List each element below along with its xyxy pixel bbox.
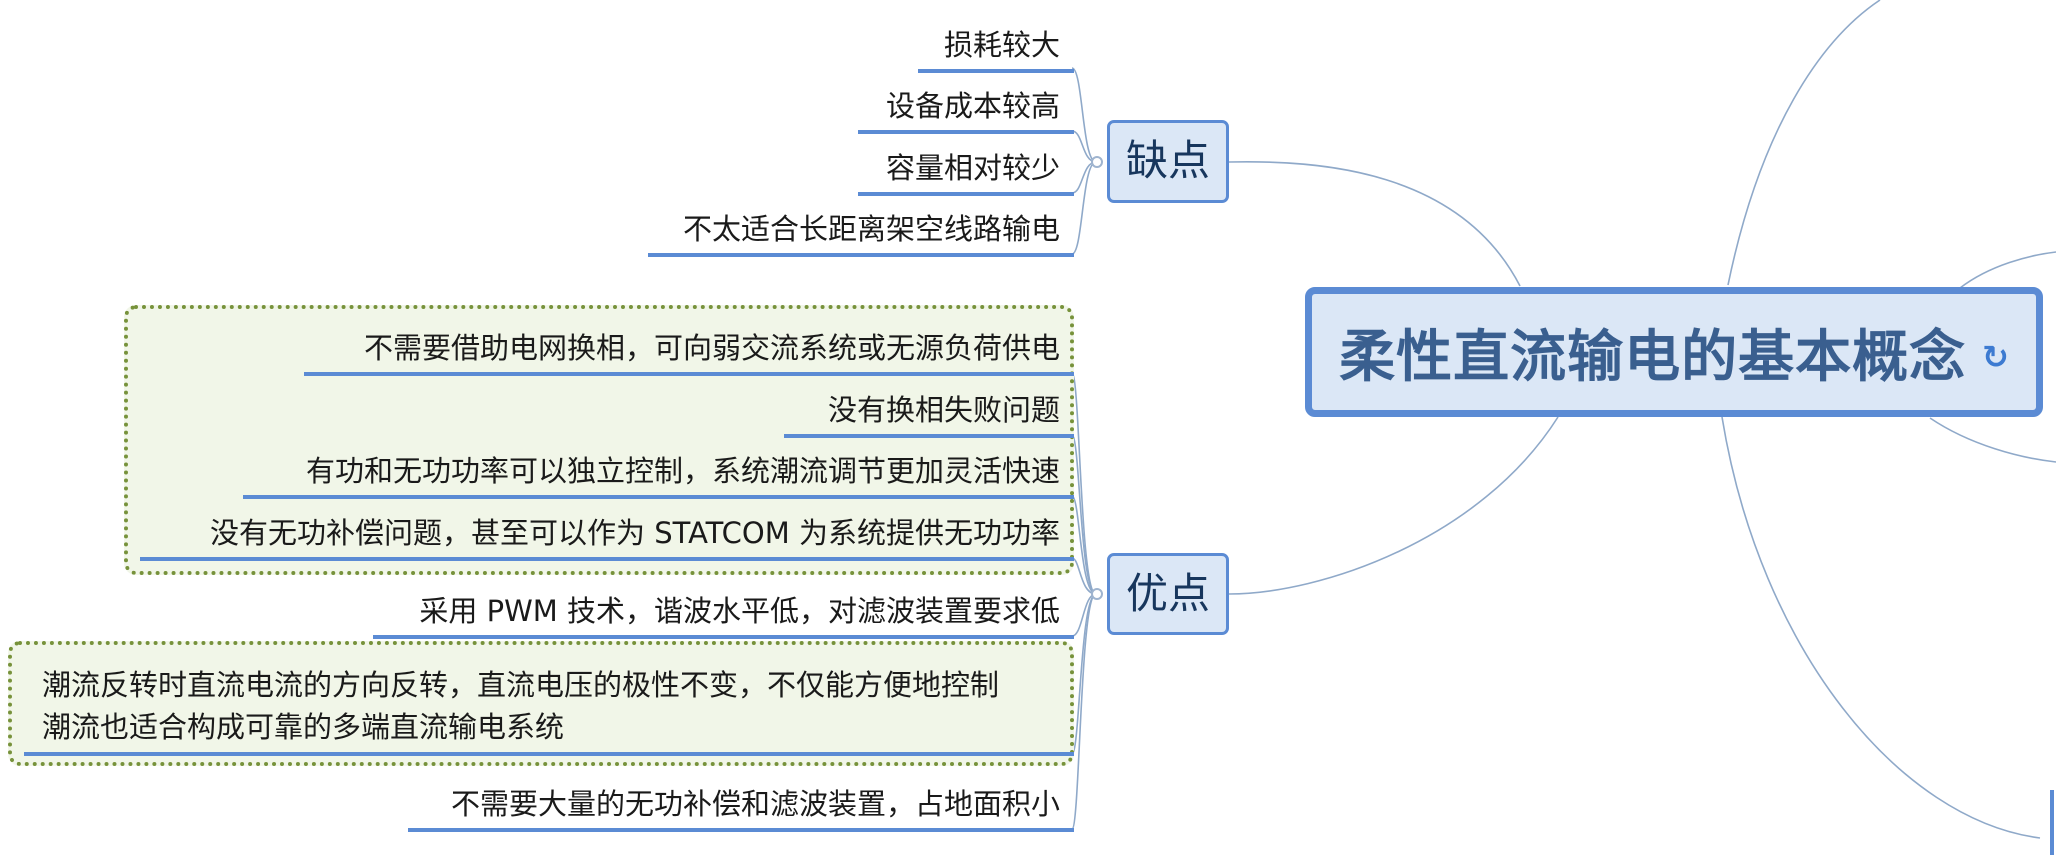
- leaf-youdian-6[interactable]: 潮流反转时直流电流的方向反转，直流电压的极性不变，不仅能方便地控制 潮流也适合构…: [24, 664, 1074, 756]
- leaf-youdian-7[interactable]: 不需要大量的无功补偿和滤波装置，占地面积小: [408, 784, 1074, 832]
- leaf-youdian-3[interactable]: 有功和无功功率可以独立控制，系统潮流调节更加灵活快速: [243, 451, 1074, 499]
- leaf-youdian-6-line1: 潮流反转时直流电流的方向反转，直流电压的极性不变，不仅能方便地控制: [42, 668, 1000, 702]
- connector-root-offscreen-3: [1929, 417, 2056, 463]
- connector-root-youdian: [1228, 416, 1559, 595]
- collapse-toggle-youdian[interactable]: [1091, 588, 1103, 600]
- branch-quedian[interactable]: 缺点: [1107, 120, 1229, 203]
- leaf-quedian-4[interactable]: 不太适合长距离架空线路输电: [648, 209, 1074, 257]
- leaf-quedian-3[interactable]: 容量相对较少: [858, 148, 1074, 196]
- leaf-quedian-1[interactable]: 损耗较大: [918, 25, 1074, 73]
- connector-youdian-1: [1071, 372, 1097, 595]
- central-topic[interactable]: 柔性直流输电的基本概念 ↻: [1305, 287, 2043, 417]
- connector-youdian-2: [1071, 434, 1097, 595]
- connector-youdian-7: [1071, 593, 1097, 830]
- connector-root-quedian: [1228, 161, 1521, 287]
- connector-root-offscreen-2: [1959, 251, 2056, 289]
- leaf-youdian-1[interactable]: 不需要借助电网换相，可向弱交流系统或无源负荷供电: [304, 328, 1074, 376]
- leaf-youdian-2[interactable]: 没有换相失败问题: [784, 390, 1074, 438]
- leaf-youdian-6-line2: 潮流也适合构成可靠的多端直流输电系统: [42, 710, 565, 744]
- refresh-arrow-icon[interactable]: ↻: [1982, 338, 2009, 376]
- connector-root-offscreen-4: [1721, 416, 2041, 839]
- callout-boundary-1: [124, 305, 1074, 575]
- leaf-quedian-2[interactable]: 设备成本较高: [858, 86, 1074, 134]
- callout-boundary-2: [8, 641, 1074, 766]
- leaf-youdian-4[interactable]: 没有无功补偿问题，甚至可以作为 STATCOM 为系统提供无功功率: [140, 513, 1074, 561]
- leaf-youdian-5[interactable]: 采用 PWM 技术，谐波水平低，对滤波装置要求低: [373, 591, 1074, 639]
- central-topic-title: 柔性直流输电的基本概念: [1339, 324, 1967, 390]
- connector-youdian-6: [1071, 593, 1097, 755]
- collapse-toggle-quedian[interactable]: [1091, 156, 1103, 168]
- branch-youdian[interactable]: 优点: [1107, 553, 1229, 635]
- connector-root-offscreen-1: [1727, 0, 1881, 286]
